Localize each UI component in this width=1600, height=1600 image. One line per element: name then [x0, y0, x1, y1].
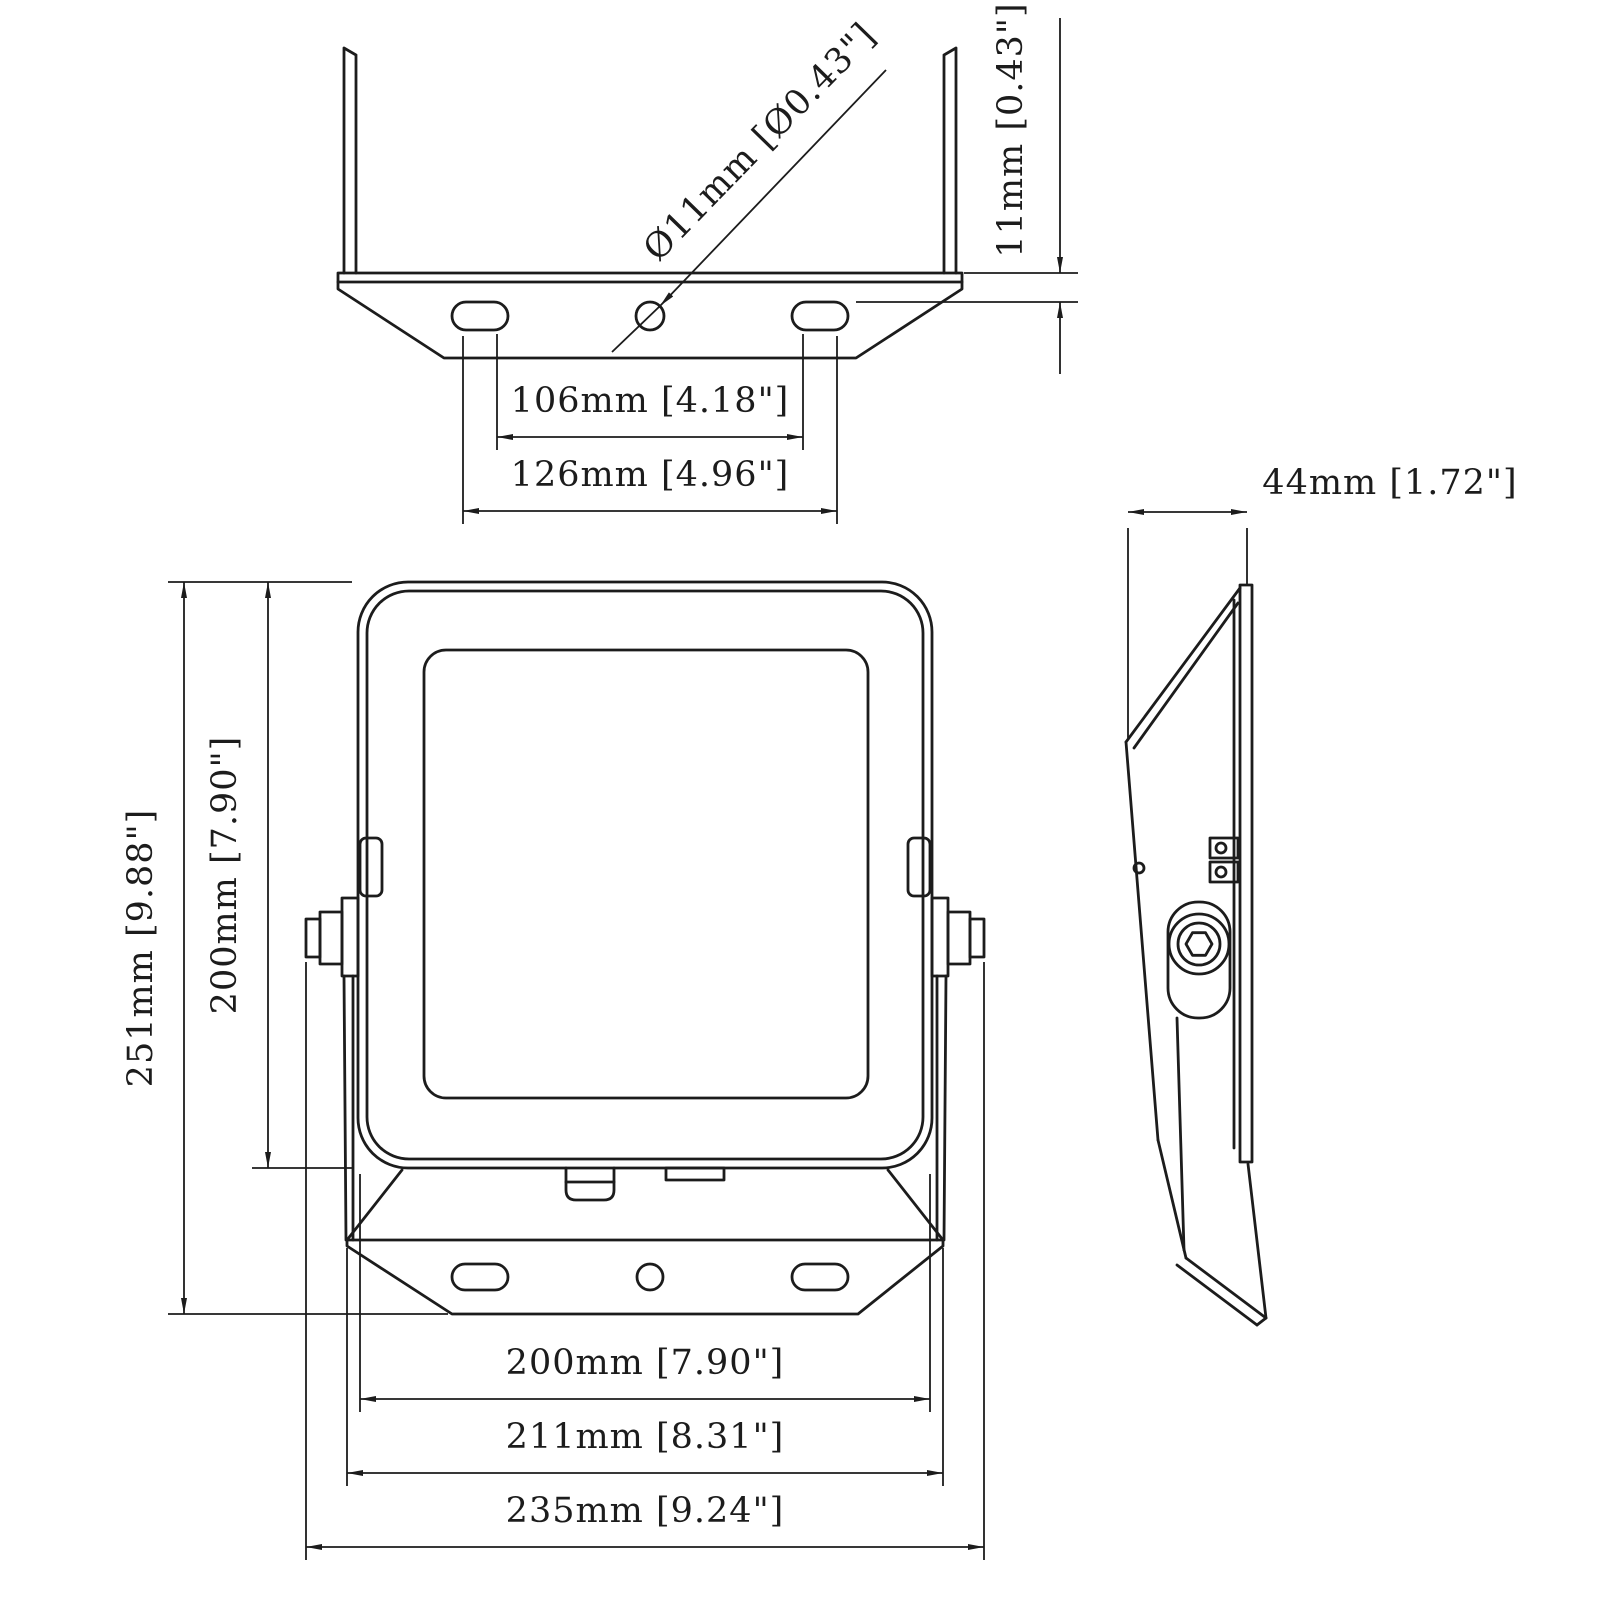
foot-plate-end — [1255, 1316, 1268, 1327]
base-slot-right — [790, 1262, 850, 1292]
dim-plate-edge-offset-label: 11mm [0.43"] — [991, 2, 1031, 257]
mount-slot-right — [790, 300, 850, 332]
arm-end-left — [340, 896, 360, 978]
front-view — [304, 580, 986, 1316]
body-inner-line — [365, 589, 925, 1161]
side-view — [1124, 583, 1268, 1327]
dim-body-height-label: 200mm [7.90"] — [205, 736, 245, 1015]
clip-side-lower — [1208, 860, 1240, 884]
clip-side-upper — [1208, 836, 1240, 860]
mount-slot-left — [450, 300, 510, 332]
dim-base-width: 211mm [8.31"] — [346, 1248, 944, 1486]
arm-end-right — [930, 896, 950, 978]
bracket-plate-outline — [336, 271, 964, 360]
dim-body-width-label: 200mm [7.90"] — [506, 1343, 785, 1383]
lens-outline — [422, 648, 870, 1100]
dim-slot-spacing-label: 106mm [4.18"] — [511, 381, 790, 421]
bracket-arm-right — [942, 46, 958, 275]
base-flare-right — [886, 1168, 945, 1242]
pivot-bolt-hex-socket — [1184, 931, 1214, 957]
dim-depth-label: 44mm [1.72"] — [1262, 463, 1517, 503]
leader-tail — [611, 305, 661, 353]
dim-slot-spacing: 106mm [4.18"] — [496, 334, 804, 450]
dim-body-height: 200mm [7.90"] — [205, 582, 352, 1169]
dim-body-width: 200mm [7.90"] — [359, 1174, 931, 1412]
dim-slot-outer-spacing: 126mm [4.96"] — [462, 336, 838, 524]
gland-outline — [564, 1166, 616, 1202]
pivot-bolt-right — [946, 910, 972, 966]
arm-strap-left — [342, 974, 348, 1242]
cable-gland — [564, 1166, 726, 1202]
pivot-bolt-left — [318, 910, 344, 966]
dim-base-width-label: 211mm [8.31"] — [506, 1417, 785, 1457]
pivot-right — [930, 896, 986, 1242]
foot-plate-top — [1184, 1256, 1268, 1320]
arm-strap-right — [942, 974, 948, 1242]
dim-overall-width-label: 235mm [9.24"] — [506, 1491, 785, 1531]
leader-line — [659, 69, 887, 307]
pivot-cap-left — [304, 917, 322, 959]
dim-slot-outer-spacing-label: 126mm [4.96"] — [511, 455, 790, 495]
mounting-base — [345, 1168, 945, 1316]
housing-screw — [1132, 861, 1146, 875]
dim-hole-diameter-label: Ø11mm [Ø0.43"] — [636, 16, 884, 270]
dim-plate-edge-offset: 11mm [0.43"] — [856, 2, 1078, 374]
lower-left-slope — [1156, 1138, 1188, 1260]
clip-right — [906, 836, 932, 898]
base-slot-left — [450, 1262, 510, 1292]
clip-screw-lower — [1214, 865, 1228, 879]
lower-right-edge — [1246, 1162, 1268, 1320]
left-edge — [1124, 740, 1160, 1142]
top-view — [336, 46, 964, 360]
base-plate-outline — [345, 1238, 945, 1316]
front-face-edge — [1238, 583, 1254, 1164]
clip-left — [358, 836, 384, 898]
pivot-cap-right — [968, 917, 986, 959]
dim-overall-width: 235mm [9.24"] — [305, 962, 985, 1560]
top-slope-outer — [1124, 586, 1242, 744]
pivot-bolt-outer — [1167, 912, 1231, 976]
base-flare-left — [345, 1168, 404, 1242]
bracket-arm-side — [1166, 900, 1232, 1020]
bracket-arm-strap-side — [1175, 1016, 1186, 1252]
foot-plate-bottom — [1175, 1263, 1259, 1327]
top-slope-inner — [1132, 601, 1240, 750]
dim-overall-height: 251mm [9.88"] — [121, 581, 448, 1315]
body-outline — [356, 580, 934, 1170]
clip-screw-upper — [1214, 841, 1228, 855]
bottom-plug — [664, 1166, 726, 1182]
dim-overall-height-label: 251mm [9.88"] — [121, 809, 161, 1088]
pivot-bolt-inner — [1176, 921, 1222, 967]
dim-depth: 44mm [1.72"] — [1127, 463, 1517, 738]
base-hole-center — [635, 1262, 665, 1292]
bracket-arm-left — [342, 46, 358, 275]
mount-hole-center — [634, 300, 666, 332]
pivot-left — [304, 896, 360, 1242]
